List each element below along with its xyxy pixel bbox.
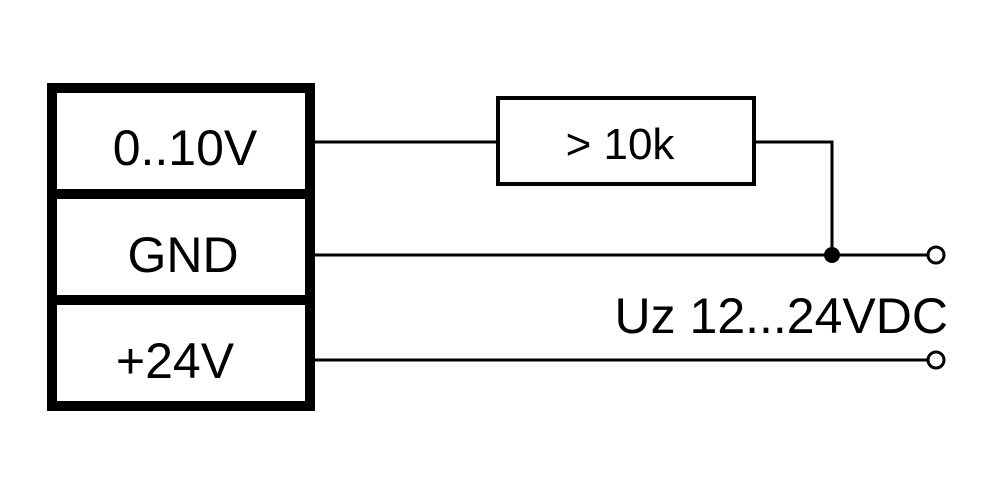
- junction-dot: [824, 247, 840, 263]
- terminal-block-frame: [47, 83, 315, 411]
- signal-wire-right: [756, 140, 834, 255]
- terminal-label-supply: +24V: [116, 333, 235, 389]
- supply-terminal: [926, 350, 946, 370]
- terminal-label-signal: 0..10V: [113, 120, 258, 176]
- terminal-block: 0..10V GND +24V: [47, 83, 315, 411]
- resistor-body: [496, 96, 756, 186]
- supply-voltage-label: Uz 12...24VDC: [615, 288, 948, 344]
- gnd-terminal: [926, 245, 946, 265]
- terminal-label-gnd: GND: [127, 227, 238, 283]
- resistor-label: > 10k: [566, 120, 676, 169]
